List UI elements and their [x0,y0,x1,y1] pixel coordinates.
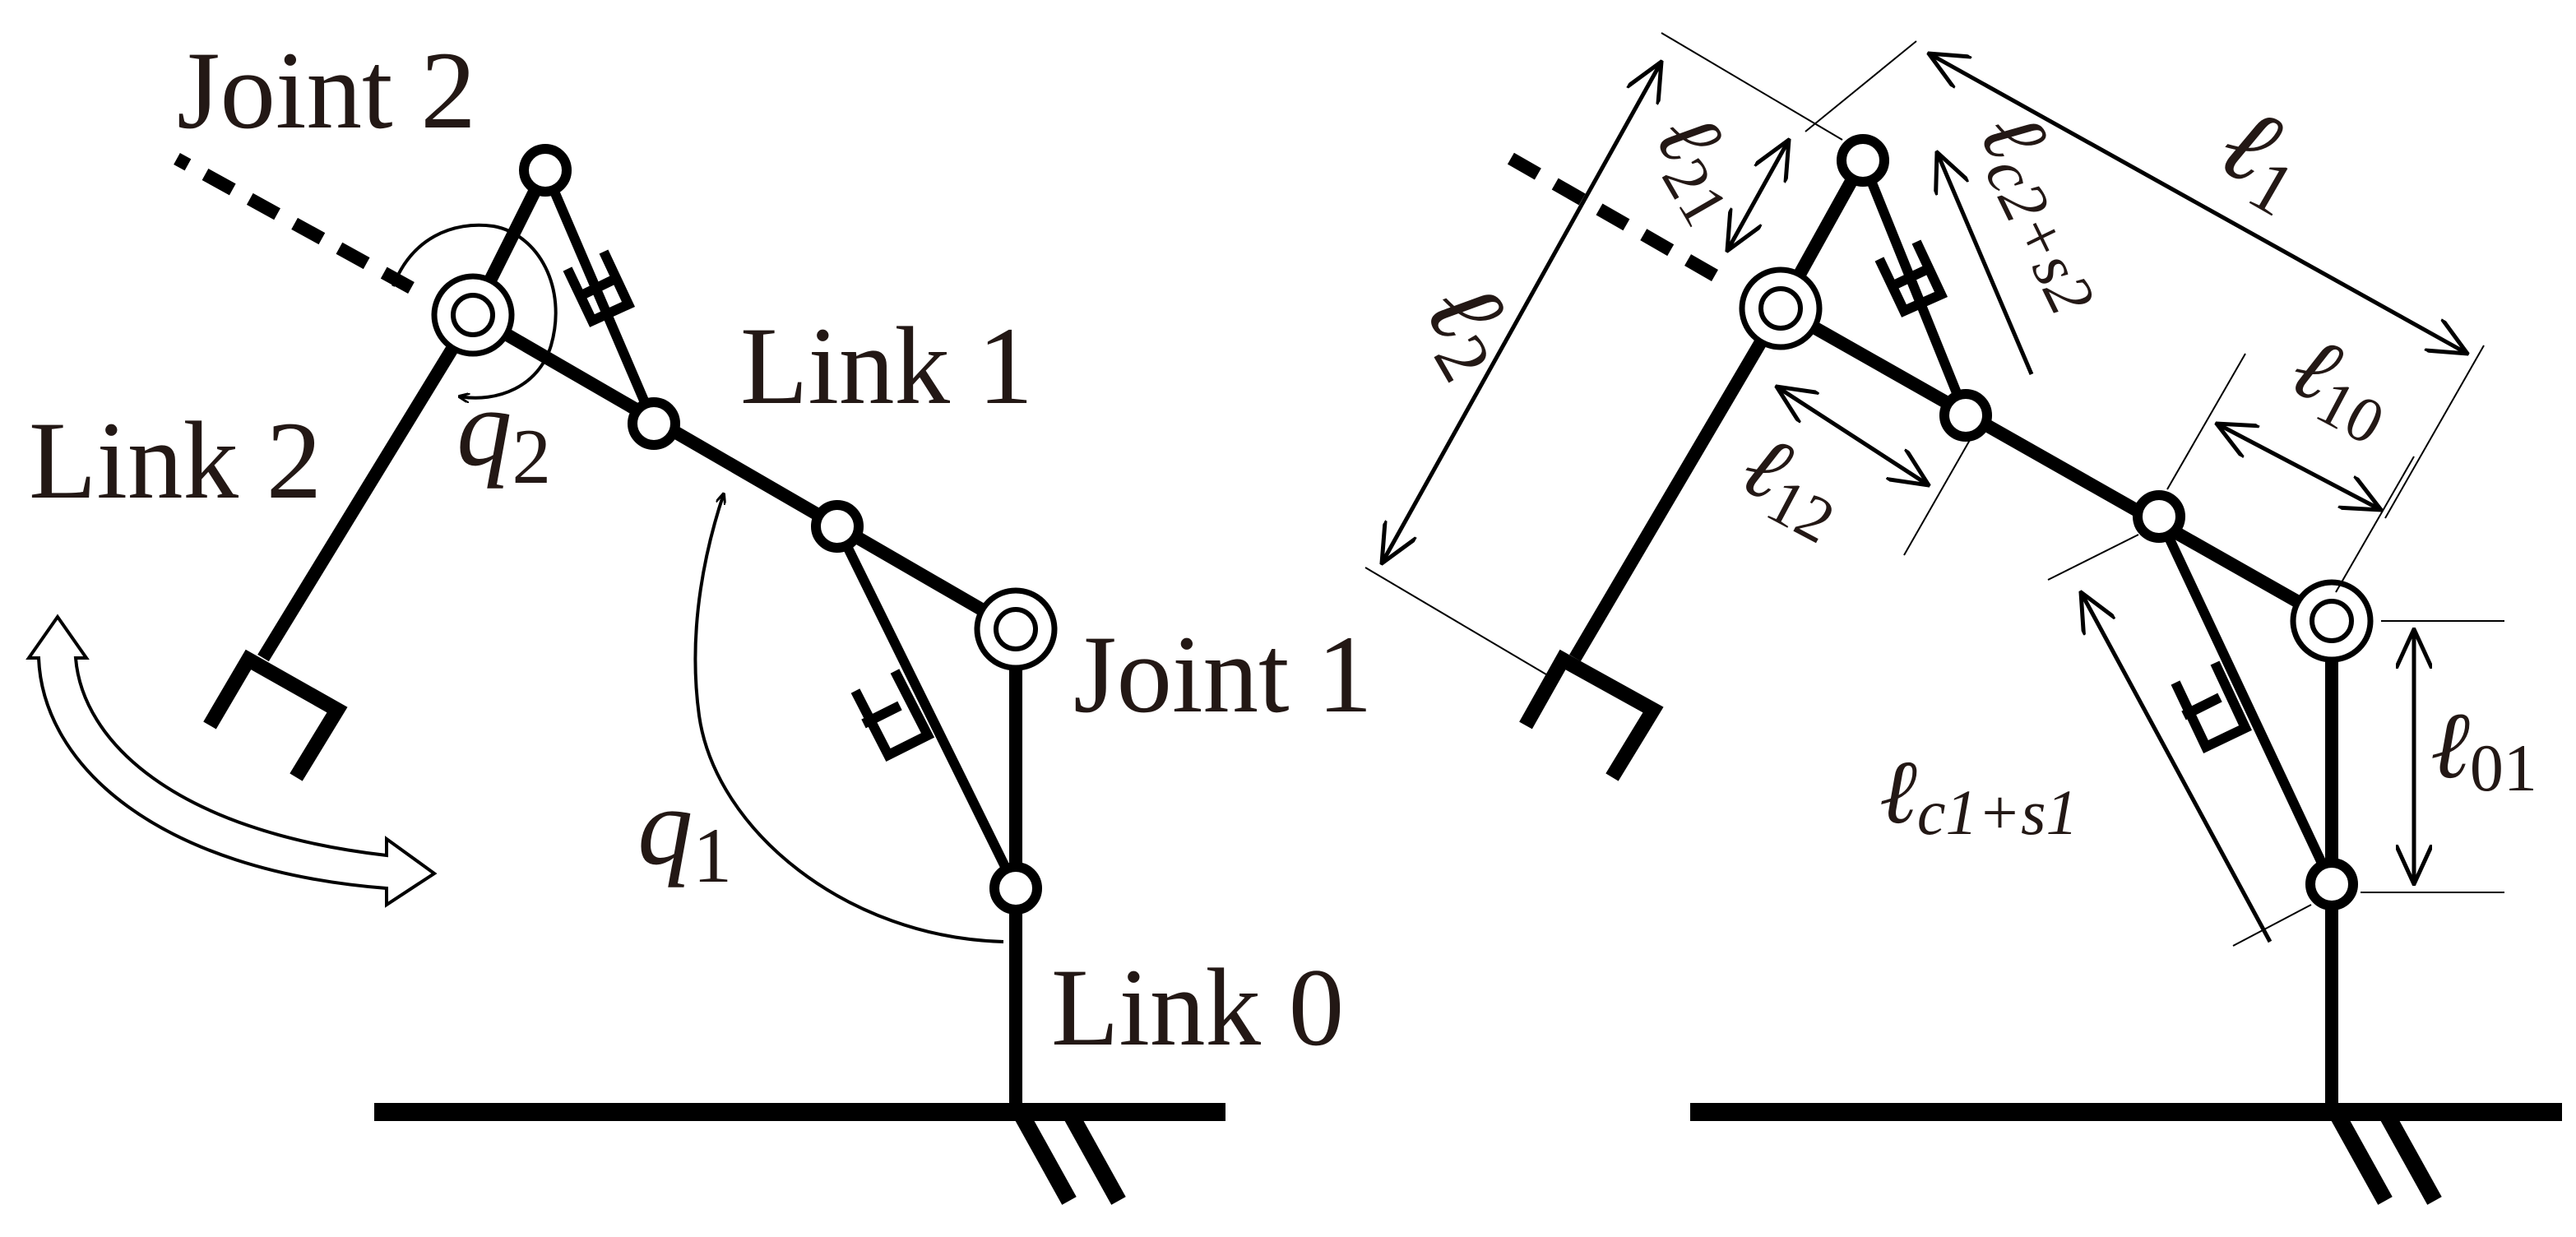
l12-label: ℓ12 [1723,414,1864,557]
link-2-label: Link 2 [29,400,322,522]
joint-1-symbol-right [2290,579,2374,663]
left-figure: Joint 2 Link 1 Link 2 Joint 1 Link 0 q1 … [25,30,1373,1205]
link-0-label: Link 0 [1051,947,1344,1069]
ground-hatch-left-1 [1012,1108,1077,1205]
actuator-1-piston-right [2181,693,2222,720]
lc2-subscript: c2+s2 [1971,146,2108,326]
joint-1-symbol [974,587,1058,671]
dim-arrow-lc2 [1937,152,2034,375]
l01-label: ℓ01 [2430,693,2537,805]
joint-2-symbol [431,273,515,357]
lc1-symbol: ℓ [1879,742,1917,842]
actuator-2-piston [577,275,616,301]
ext-line-l2-top [1661,32,1843,141]
q2-angle-arc [391,223,558,398]
pin-node [1837,134,1889,187]
q2-subscript: 2 [512,413,552,500]
pin-node [1939,389,1992,442]
ext-line-l12 [1903,439,1971,556]
ext-line-lc1-top [2047,534,2139,581]
ext-line-l10-b [2335,456,2415,593]
joint-2-symbol-right [1739,266,1823,350]
actuator-1-rod-right [2154,514,2337,887]
ext-line-l1-top [1805,40,1917,132]
pin-node [628,397,680,450]
actuator-1-piston [861,701,902,729]
actuator-2-rod [540,168,659,426]
joint-1-label: Joint 1 [1073,614,1373,736]
rotation-arrow-icon [25,614,438,908]
dim-arrow-l10 [2217,424,2381,510]
link-1-shaft-right [1777,303,2335,627]
q2-label: q2 [456,367,551,500]
dim-arrow-lc1 [2081,592,2273,943]
l01-subscript: 01 [2470,730,2537,805]
pin-node [2133,490,2185,543]
ext-line-l2-bottom [1364,567,1547,675]
actuator-2-rod-right [1858,158,1971,418]
l21-label: ℓ21 [1629,95,1773,238]
right-figure: ℓ1 ℓ2 ℓ21 ℓc2+s2 ℓ10 ℓ12 ℓ01 ℓc1+s1 [1364,32,2562,1205]
q2-symbol: q [456,367,512,489]
joint-2-label: Joint 2 [177,30,476,152]
ground-hatch-left-2 [1062,1108,1126,1205]
ground-hatch-right-2 [2378,1108,2442,1205]
q1-subscript: 1 [693,812,733,899]
link-1-extension-dashed [174,152,415,294]
lc2-label: ℓc2+s2 [1954,96,2139,325]
dim-arrow-l21 [1727,140,1789,251]
dim-arrow-l12 [1777,387,1929,485]
dim-arrow-l2 [1382,62,1661,563]
l10-label: ℓ10 [2273,315,2413,458]
l01-symbol: ℓ [2430,693,2470,798]
actuator-1-rod [832,524,1021,891]
link-1-shaft [469,309,1020,635]
pin-node [2305,858,2358,910]
link-1-label: Link 1 [740,305,1033,428]
dim-arrow-l1 [1929,53,2467,354]
lc1-label: ℓc1+s1 [1879,742,2078,848]
q1-angle-arc [693,493,1004,943]
l1-label: ℓ1 [2197,82,2330,232]
gripper-left [203,649,348,781]
pin-node [989,862,1042,915]
l2-label: ℓ2 [1396,262,1545,395]
lc1-subscript: c1+s1 [1917,776,2078,848]
ext-line-lc1-bottom [2232,904,2312,947]
q1-label: q1 [637,766,732,899]
actuator-2-piston-right [1889,265,1929,291]
link-2-shaft-right [1569,304,1786,662]
ext-line-l10-a [2166,353,2246,490]
ext-line-l1-bottom [2384,345,2485,519]
ground-hatch-right-1 [2328,1108,2393,1205]
q1-symbol: q [637,766,693,888]
gripper-right [1519,649,1664,781]
pin-node [811,500,864,553]
link-2-shaft [257,311,479,662]
pin-node [519,144,572,197]
